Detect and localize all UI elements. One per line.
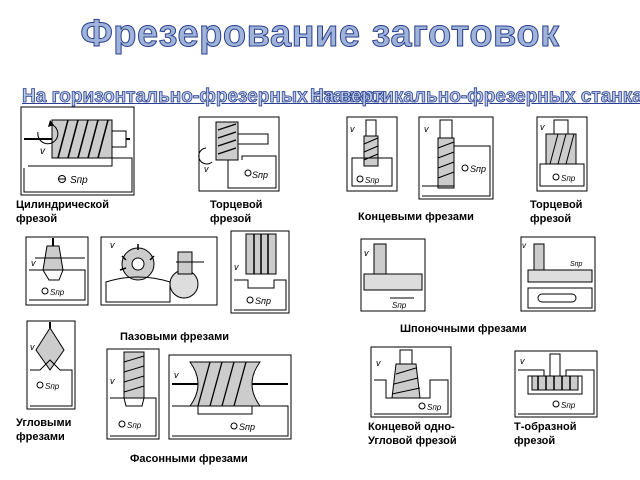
speed-label-form-2: v (174, 370, 179, 380)
speed-label-cyl: v (40, 146, 46, 157)
label-form-mills: Фасонными фрезами (130, 453, 248, 465)
label-cylindrical: Цилиндрической фрезой (16, 199, 109, 225)
feed-label-slot-3: Sпр (255, 296, 271, 306)
section-horizontal: На горизонтально-фрезерных станках (22, 86, 386, 108)
label-end-mills: Концевыми фрезами (358, 211, 474, 223)
speed-label-single-angle: v (376, 358, 381, 368)
feed-label-form-2: Sпр (239, 422, 255, 432)
feed-label-face-h: Sпр (252, 170, 268, 180)
key-mill-figure-2: v Sпр (520, 236, 596, 312)
label-t-slot: Т-образной фрезой (514, 421, 577, 447)
label-face-horizontal: Торцевой фрезой (210, 199, 263, 225)
feed-label-cyl: Sпр (70, 175, 88, 186)
end-mill-figure-2: v Sпр (418, 116, 494, 200)
key-mill-figure-1: v Sпр (360, 238, 426, 312)
speed-label-t-slot: v (520, 356, 525, 366)
feed-label-t-slot: Sпр (561, 401, 576, 410)
feed-label-key-2: Sпр (570, 261, 583, 268)
feed-label-end-1: Sпр (365, 176, 380, 185)
label-key-mills: Шпоночными фрезами (400, 323, 527, 335)
label-angle-mills: Угловыми фрезами (16, 417, 72, 443)
feed-label-key-1: Sпр (392, 301, 407, 310)
speed-label-slot-3: v (234, 262, 239, 272)
speed-label-key-1: v (364, 248, 369, 258)
speed-label-form-1: v (110, 376, 115, 386)
speed-label-angle: v (30, 342, 35, 352)
slot-mill-figure-1: v Sпр (25, 236, 89, 306)
face-milling-horizontal-figure: v Sпр (198, 116, 280, 192)
speed-label-face-v: v (540, 122, 545, 132)
page-title: Фрезерование заготовок (80, 13, 560, 56)
label-end-single-angle: Концевой одно- Угловой фрезой (368, 421, 457, 447)
feed-label-single-angle: Sпр (427, 403, 442, 412)
section-vertical: На вертикально-фрезерных станках (310, 86, 640, 108)
form-mill-figure-1: v Sпр (106, 348, 160, 440)
speed-label-face-h: v (204, 164, 209, 174)
end-mill-figure-1: v Sпр (346, 116, 398, 192)
feed-label-form-1: Sпр (127, 421, 142, 430)
label-slot-mills: Пазовыми фрезами (120, 331, 229, 343)
speed-label-end-1: v (350, 124, 355, 134)
label-face-vertical: Торцевой фрезой (530, 199, 583, 225)
t-slot-mill-figure: v Sпр (514, 350, 598, 418)
speed-label-end-2: v (424, 124, 429, 134)
speed-label-slot-1: v (31, 258, 36, 268)
slot-mill-figure-2: v (100, 236, 218, 306)
face-milling-vertical-figure: v Sпр (536, 116, 588, 192)
single-angle-mill-figure: v Sпр (370, 346, 452, 418)
feed-label-angle: Sпр (45, 382, 60, 391)
feed-label-slot-1: Sпр (50, 288, 65, 297)
speed-label-key-2: v (522, 241, 527, 250)
feed-label-face-v: Sпр (561, 174, 576, 183)
angle-mill-figure: v Sпр (26, 320, 76, 410)
feed-label-end-2: Sпр (470, 164, 486, 174)
speed-label-slot-2: v (110, 240, 115, 250)
slot-mill-figure-3: v Sпр (230, 230, 290, 314)
cylindrical-milling-figure: v Sпр (20, 106, 135, 196)
form-mill-figure-2: v Sпр (168, 354, 292, 440)
